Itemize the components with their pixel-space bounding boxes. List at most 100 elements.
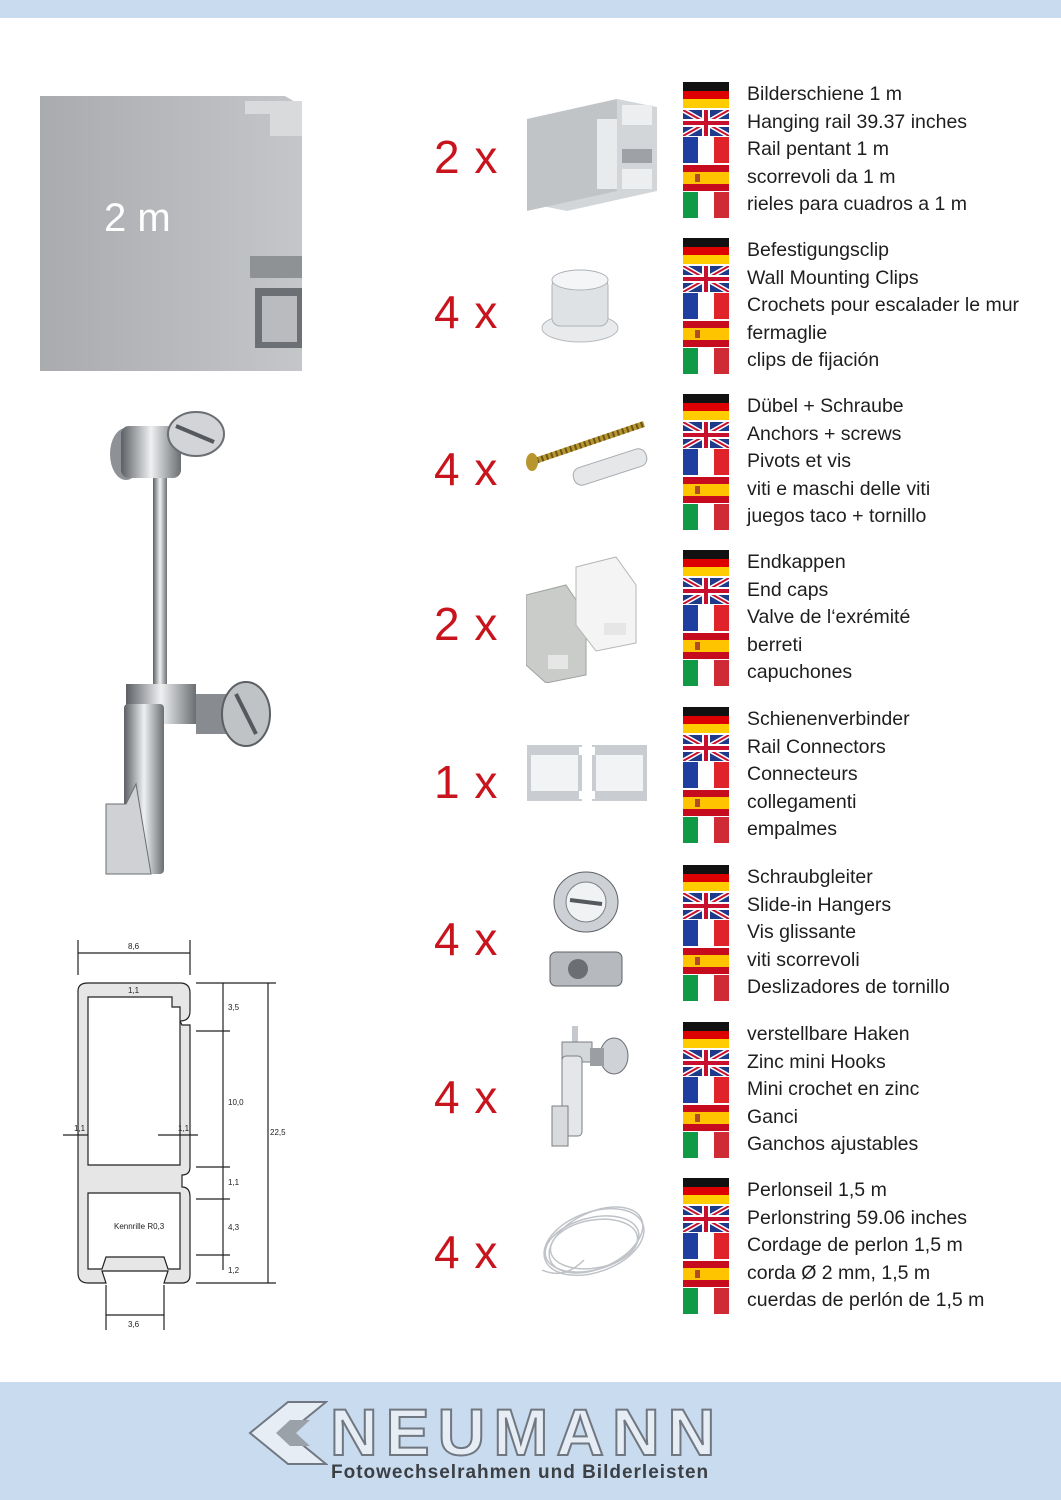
description-line: Anchors + screws bbox=[747, 422, 902, 445]
language-flags bbox=[683, 82, 729, 220]
description-line: berreti bbox=[747, 633, 803, 656]
quantity-label: 4 x bbox=[434, 913, 499, 965]
description-line: scorrevoli da 1 m bbox=[747, 165, 896, 188]
brand-tagline: Fotowechselrahmen und Bilderleisten bbox=[331, 1462, 710, 1483]
germany-flag-icon bbox=[683, 82, 729, 108]
dim-top-wall: 1,1 bbox=[128, 986, 140, 995]
brand-name: NEUMANN bbox=[329, 1394, 724, 1470]
description-line: Perlonseil 1,5 m bbox=[747, 1179, 887, 1201]
description-line: Wall Mounting Clips bbox=[747, 266, 919, 289]
dim-width: 8,6 bbox=[128, 942, 140, 951]
italy-flag-icon bbox=[683, 1132, 729, 1159]
uk-flag-icon bbox=[683, 109, 729, 136]
germany-flag-icon bbox=[683, 1022, 729, 1048]
description-line: Rail pentant 1 m bbox=[747, 138, 889, 161]
language-flags bbox=[683, 865, 729, 1003]
quantity-label: 1 x bbox=[434, 756, 499, 808]
slider-image bbox=[546, 870, 626, 992]
kennrille-label: Kennrille R0,3 bbox=[114, 1222, 165, 1231]
quantity-label: 4 x bbox=[434, 286, 499, 338]
france-flag-icon bbox=[683, 1077, 729, 1104]
description-line: corda Ø 2 mm, 1,5 m bbox=[747, 1261, 931, 1284]
description-line: Mini crochet en zinc bbox=[747, 1078, 920, 1101]
description-line: capuchones bbox=[747, 661, 853, 684]
description-line: End caps bbox=[747, 578, 829, 601]
description-line: empalmes bbox=[747, 818, 837, 841]
italy-flag-icon bbox=[683, 348, 729, 375]
language-flags bbox=[683, 1022, 729, 1160]
italy-flag-icon bbox=[683, 660, 729, 687]
rail-piece-image bbox=[527, 99, 657, 211]
screw-image bbox=[524, 414, 654, 494]
description-line: rieles para cuadros a 1 m bbox=[747, 193, 968, 216]
rail-length-label: 2 m bbox=[104, 196, 171, 240]
germany-flag-icon bbox=[683, 1178, 729, 1204]
uk-flag-icon bbox=[683, 265, 729, 292]
dim-4-3: 4,3 bbox=[228, 1223, 240, 1232]
italy-flag-icon bbox=[683, 1288, 729, 1315]
spain-flag-icon bbox=[683, 789, 729, 816]
dim-right-wall: 1,1 bbox=[178, 1124, 190, 1133]
uk-flag-icon bbox=[683, 734, 729, 761]
neumann-logo-icon bbox=[248, 1401, 328, 1465]
italy-flag-icon bbox=[683, 975, 729, 1002]
description-line: viti e maschi delle viti bbox=[747, 477, 931, 500]
uk-flag-icon bbox=[683, 577, 729, 604]
language-flags bbox=[683, 550, 729, 688]
italy-flag-icon bbox=[683, 504, 729, 531]
france-flag-icon bbox=[683, 449, 729, 476]
italy-flag-icon bbox=[683, 192, 729, 219]
spain-flag-icon bbox=[683, 1260, 729, 1287]
hook-image bbox=[544, 1026, 632, 1150]
france-flag-icon bbox=[683, 1233, 729, 1260]
description-line: Perlonstring 59.06 inches bbox=[747, 1206, 968, 1229]
description-line: Dübel + Schraube bbox=[747, 395, 904, 417]
quantity-label: 4 x bbox=[434, 1226, 499, 1278]
spain-flag-icon bbox=[683, 164, 729, 191]
description-line: Rail Connectors bbox=[747, 735, 886, 758]
description-line: verstellbare Haken bbox=[747, 1023, 910, 1045]
dim-left-wall: 1,1 bbox=[74, 1124, 86, 1133]
uk-flag-icon bbox=[683, 1049, 729, 1076]
cord-image bbox=[534, 1200, 652, 1284]
germany-flag-icon bbox=[683, 550, 729, 576]
dim-1-2: 1,2 bbox=[228, 1266, 240, 1275]
spain-flag-icon bbox=[683, 1104, 729, 1131]
footer-band bbox=[0, 1382, 1061, 1500]
rail-profile-image bbox=[40, 96, 302, 371]
uk-flag-icon bbox=[683, 1205, 729, 1232]
description-line: fermaglie bbox=[747, 321, 828, 344]
spain-flag-icon bbox=[683, 947, 729, 974]
france-flag-icon bbox=[683, 137, 729, 164]
spain-flag-icon bbox=[683, 476, 729, 503]
description-line: Schraubgleiter bbox=[747, 866, 873, 888]
description-line: Zinc mini Hooks bbox=[747, 1050, 886, 1073]
germany-flag-icon bbox=[683, 394, 729, 420]
item-description: Perlonseil 1,5 m Perlonstring 59.06 inche… bbox=[747, 1177, 984, 1315]
rail-cross-section-drawing: 8,6 1,1 3,5 10,0 22,5 1,1 1,1 1,1 4,3 1,… bbox=[63, 940, 286, 1330]
dim-height: 22,5 bbox=[270, 1128, 286, 1137]
description-line: clips de fijación bbox=[747, 349, 880, 372]
italy-flag-icon bbox=[683, 817, 729, 844]
description-line: Ganci bbox=[747, 1105, 798, 1128]
endcap-image bbox=[525, 555, 644, 684]
connector-image bbox=[527, 745, 647, 801]
language-flags bbox=[683, 707, 729, 845]
quantity-label: 2 x bbox=[434, 131, 499, 183]
dim-3-5: 3,5 bbox=[228, 1003, 240, 1012]
description-line: Valve de l‘exrémité bbox=[747, 606, 911, 629]
language-flags bbox=[683, 1178, 729, 1316]
rail-hanger-image bbox=[105, 411, 271, 875]
quantity-label: 2 x bbox=[434, 598, 499, 650]
france-flag-icon bbox=[683, 293, 729, 320]
quantity-label: 4 x bbox=[434, 1071, 499, 1123]
uk-flag-icon bbox=[683, 892, 729, 919]
description-line: Schienenverbinder bbox=[747, 708, 910, 730]
description-line: cuerdas de perlón de 1,5 m bbox=[747, 1289, 985, 1312]
description-line: Befestigungsclip bbox=[747, 239, 890, 261]
